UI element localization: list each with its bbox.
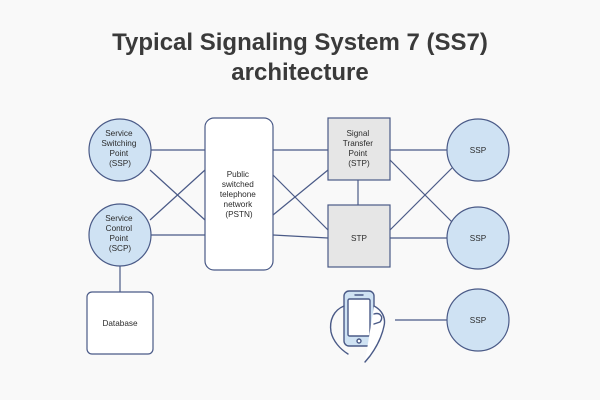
label-line: SSP (470, 146, 487, 155)
label-line: Control (106, 224, 133, 233)
label-line: Database (102, 319, 137, 328)
label-line: switched (222, 180, 254, 189)
label-line: SSP (470, 234, 487, 243)
scp-label: Service Control Point (SCP) (105, 214, 135, 253)
page-title: Typical Signaling System 7 (SS7) archite… (0, 28, 600, 88)
link-pstn-stp-top-b (272, 169, 329, 216)
label-line: (STP) (348, 159, 370, 168)
link-pstn-stp-bottom-a (272, 174, 329, 231)
ssp-right-3-node (446, 288, 510, 352)
connection-lines (119, 149, 453, 321)
label-line: STP (351, 234, 367, 243)
label-line: Signal (346, 129, 369, 138)
label-line: SSP (470, 316, 487, 325)
ssp-right-2-label: SSP (470, 234, 487, 243)
label-line: Transfer (343, 139, 373, 148)
title-line-2: architecture (231, 59, 369, 86)
link-stp-top-ssp2 (389, 159, 453, 223)
stp-top-label: Signal Transfer Point (STP) (343, 129, 375, 168)
ssp-left-label: Service Switching Point (SSP) (101, 129, 138, 168)
link-stp-bottom-ssp1 (389, 167, 453, 231)
label-line: (SSP) (109, 159, 131, 168)
stp-bottom-label: STP (351, 234, 367, 243)
database-label: Database (102, 319, 137, 328)
ssp-right-1-label: SSP (470, 146, 487, 155)
hand-holding-phone-icon (329, 290, 386, 363)
label-line: Service (105, 129, 133, 138)
label-line: Point (349, 149, 368, 158)
title-line-1: Typical Signaling System 7 (SS7) (112, 29, 488, 56)
ssp-left-node (88, 118, 152, 182)
pstn-label: Public switched telephone network (PSTN) (220, 170, 258, 219)
label-line: Service (105, 214, 133, 223)
label-line: Point (110, 149, 129, 158)
label-line: telephone (220, 190, 256, 199)
stp-bottom-node (327, 204, 391, 268)
label-line: Point (110, 234, 129, 243)
label-line: (SCP) (109, 244, 132, 253)
link-pstn-stp-bottom-b (272, 234, 329, 239)
label-line: Switching (101, 139, 136, 148)
scp-node (88, 203, 152, 267)
ssp-right-3-label: SSP (470, 316, 487, 325)
pstn-node (204, 117, 274, 271)
stp-top-node (327, 117, 391, 181)
link-scp-pstn-b (149, 169, 206, 221)
label-line: (PSTN) (225, 210, 253, 219)
label-line: network (224, 200, 254, 209)
ssp-right-1-node (446, 118, 510, 182)
label-line: Public (227, 170, 249, 179)
ssp-right-2-node (446, 206, 510, 270)
database-node (86, 291, 154, 355)
